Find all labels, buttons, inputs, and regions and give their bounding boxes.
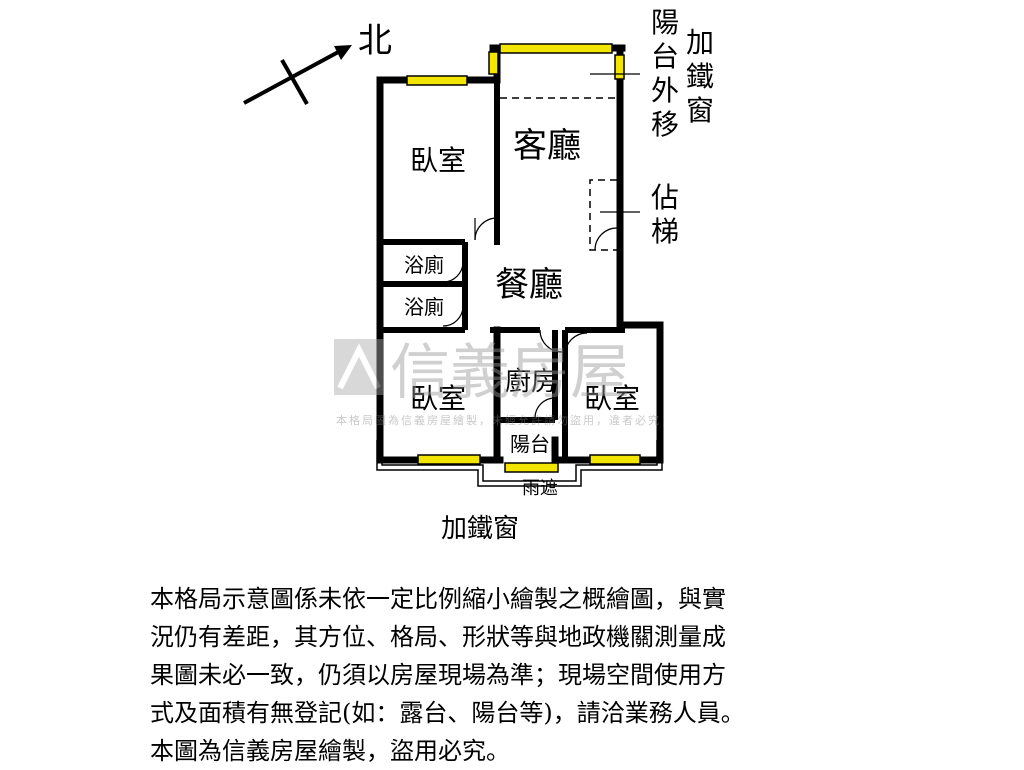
room-bathroom-1: 浴廁 [404,253,444,277]
watermark-notice: 本格局圖為信義房屋繪製，未經允許請勿盜用，違者必究 [336,413,661,427]
leader-lines [590,73,640,213]
annotation-occupied-stair: 佔 梯 [651,181,679,248]
disclaimer-line: 本格局示意圖係未依一定比例縮小繪製之概繪圖，與實 [150,585,726,613]
compass-north-label: 北 [358,21,392,61]
disclaimer-line: 果圖未必一致，仍須以房屋現場為準；現場空間使用方 [150,661,726,689]
window-bedroom-nw [406,75,468,86]
svg-text:佔: 佔 [651,181,679,214]
annotation-iron-window-bottom: 加鐵窗 [441,514,519,544]
room-dining-room: 餐廳 [495,265,563,305]
room-bedroom-se: 臥室 [584,382,640,415]
svg-text:梯: 梯 [651,215,679,248]
disclaimer-line: 本圖為信義房屋繪製，盜用必究。 [150,737,510,765]
south-balcony-outline [376,440,663,487]
dashed-boundaries [500,97,617,251]
watermark-brand: 信義房屋 [390,338,630,408]
disclaimer-line: 式及面積有無登記(如：露台、陽台等)，請洽業務人員。 [150,699,745,727]
watermark-logo-icon [334,339,384,395]
watermark: 信義房屋 本格局圖為信義房屋繪製，未經允許請勿盜用，違者必究 [334,338,661,427]
room-kitchen: 廚房 [505,367,557,397]
disclaimer-line: 況仍有差距，其方位、格局、形狀等與地政機關測量成 [150,623,726,651]
room-bathroom-2: 浴廁 [404,295,444,319]
window-top-right-corner [614,54,625,80]
svg-text:加: 加 [686,26,714,59]
room-balcony-small: 陽台 [510,432,550,456]
window-top-balcony [499,43,613,54]
floor-plan: 北 [243,6,714,544]
annotation-iron-window-top: 加 鐵 窗 [686,26,714,127]
svg-text:外: 外 [651,74,679,107]
svg-text:鐵: 鐵 [686,60,714,93]
compass: 北 [243,21,392,105]
compass-arrowhead-icon [334,45,352,60]
svg-text:陽: 陽 [651,6,679,39]
annotation-rain-shelter: 雨遮 [522,478,558,499]
disclaimer: 本格局示意圖係未依一定比例縮小繪製之概繪圖，與實 況仍有差距，其方位、格局、形狀… [150,580,880,770]
window-top-left-corner [488,51,499,75]
svg-text:窗: 窗 [686,94,714,127]
annotation-balcony-moved-out: 陽 台 外 移 [651,6,679,141]
window-bedroom-sw [417,454,481,465]
window-bedroom-se [589,454,641,465]
svg-text:台: 台 [651,40,679,73]
doors [442,217,618,419]
room-living-room: 客廳 [513,126,581,166]
svg-text:移: 移 [651,108,679,141]
window-balcony-small [504,462,559,473]
compass-cross-icon [280,59,309,105]
room-bedroom-nw: 臥室 [410,144,466,177]
room-bedroom-sw: 臥室 [410,382,466,415]
windows [406,43,641,473]
